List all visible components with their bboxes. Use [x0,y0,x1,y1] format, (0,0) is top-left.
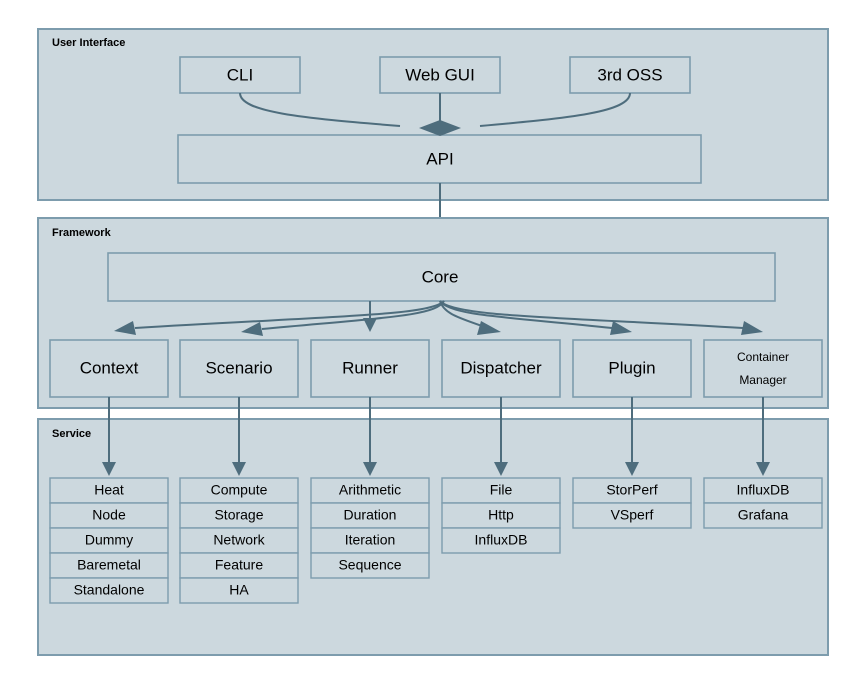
service-label: Http [488,507,514,523]
node-label-runner: Runner [342,358,398,377]
layer-user-interface: User Interface CLI Web GUI 3rd OSS API [37,28,829,252]
service-label: VSperf [611,507,654,523]
node-scenario[interactable]: Scenario [179,339,299,398]
panel-framework [37,217,829,409]
service-group-context: Heat Node Dummy Baremetal Standalone [49,477,169,604]
service-label: Dummy [85,532,133,548]
edge-dispatcher-to-dispatcher-services [494,397,508,476]
service-label: HA [229,582,249,598]
panel-label-user-interface: User Interface [52,37,125,49]
service-label: Node [92,507,126,523]
node-dispatcher[interactable]: Dispatcher [441,339,561,398]
service-label: Baremetal [77,557,141,573]
node-label-plugin: Plugin [608,358,655,377]
layer-framework: Framework Core Context Scenario Runner D… [37,217,829,409]
service-label: File [490,482,513,498]
list-item[interactable]: Duration [310,502,430,529]
panel-label-service: Service [52,428,91,440]
service-label: Network [213,532,265,548]
service-group-runner: Arithmetic Duration Iteration Sequence [310,477,430,579]
list-item[interactable]: Network [179,527,299,554]
node-label-dispatcher: Dispatcher [460,358,542,377]
service-group-scenario: Compute Storage Network Feature HA [179,477,299,604]
node-web-gui[interactable]: Web GUI [379,56,501,94]
service-label: Arithmetic [339,482,401,498]
edge-core-to-context [114,300,445,335]
list-item[interactable]: Iteration [310,527,430,554]
node-api[interactable]: API [177,134,702,184]
list-item[interactable]: HA [179,577,299,604]
service-label: Sequence [338,557,401,573]
node-plugin[interactable]: Plugin [572,339,692,398]
edge-plugin-to-plugin-services [625,397,639,476]
service-label: Feature [215,557,263,573]
list-item[interactable]: Baremetal [49,552,169,579]
list-item[interactable]: Heat [49,477,169,504]
service-label: Storage [214,507,263,523]
list-item[interactable]: Dummy [49,527,169,554]
edge-container-manager-to-container-manager-services [756,397,770,476]
node-runner[interactable]: Runner [310,339,430,398]
edge-core-to-container-manager [439,300,763,335]
list-item[interactable]: VSperf [572,502,692,529]
node-third-oss[interactable]: 3rd OSS [569,56,691,94]
service-label: InfluxDB [737,482,790,498]
list-item[interactable]: Compute [179,477,299,504]
service-label: Heat [94,482,124,498]
list-item[interactable]: Storage [179,502,299,529]
list-item[interactable]: InfluxDB [441,527,561,554]
list-item[interactable]: InfluxDB [703,477,823,504]
edge-context-to-context-services [102,397,116,476]
node-core[interactable]: Core [107,252,776,302]
list-item[interactable]: Sequence [310,552,430,579]
arrowhead-api [419,120,461,136]
node-label-container-manager-line2: Manager [739,373,786,387]
edge-core-to-dispatcher [439,300,501,335]
service-label: Iteration [345,532,396,548]
list-item[interactable]: Standalone [49,577,169,604]
node-label-web-gui: Web GUI [405,65,475,84]
node-context[interactable]: Context [49,339,169,398]
list-item[interactable]: Grafana [703,502,823,529]
service-group-container-manager: InfluxDB Grafana [703,477,823,529]
edge-scenario-to-scenario-services [232,397,246,476]
list-item[interactable]: Node [49,502,169,529]
node-container-manager[interactable]: Container Manager [703,339,823,398]
node-label-scenario: Scenario [205,358,272,377]
service-label: StorPerf [606,482,657,498]
node-label-third-oss: 3rd OSS [597,65,662,84]
service-label: Duration [344,507,397,523]
node-label-core: Core [422,267,459,286]
service-group-plugin: StorPerf VSperf [572,477,692,529]
edge-cli-to-api [239,92,401,127]
service-label: Compute [211,482,268,498]
edge-core-to-runner [363,301,377,332]
edge-runner-to-runner-services [363,397,377,476]
list-item[interactable]: StorPerf [572,477,692,504]
list-item[interactable]: Http [441,502,561,529]
list-item[interactable]: File [441,477,561,504]
edge-core-to-plugin [439,300,632,335]
service-label: Grafana [738,507,789,523]
node-label-context: Context [80,358,139,377]
node-label-container-manager-line1: Container [737,350,789,364]
panel-label-framework: Framework [52,227,112,239]
node-cli[interactable]: CLI [179,56,301,94]
service-group-dispatcher: File Http InfluxDB [441,477,561,554]
service-label: InfluxDB [475,532,528,548]
panel-service [37,418,829,656]
layer-service: Service Heat [37,397,829,656]
list-item[interactable]: Feature [179,552,299,579]
edge-third-oss-to-api [479,92,631,127]
node-label-cli: CLI [227,65,253,84]
edge-core-to-scenario [241,300,445,336]
node-label-api: API [426,149,453,168]
list-item[interactable]: Arithmetic [310,477,430,504]
service-label: Standalone [74,582,145,598]
